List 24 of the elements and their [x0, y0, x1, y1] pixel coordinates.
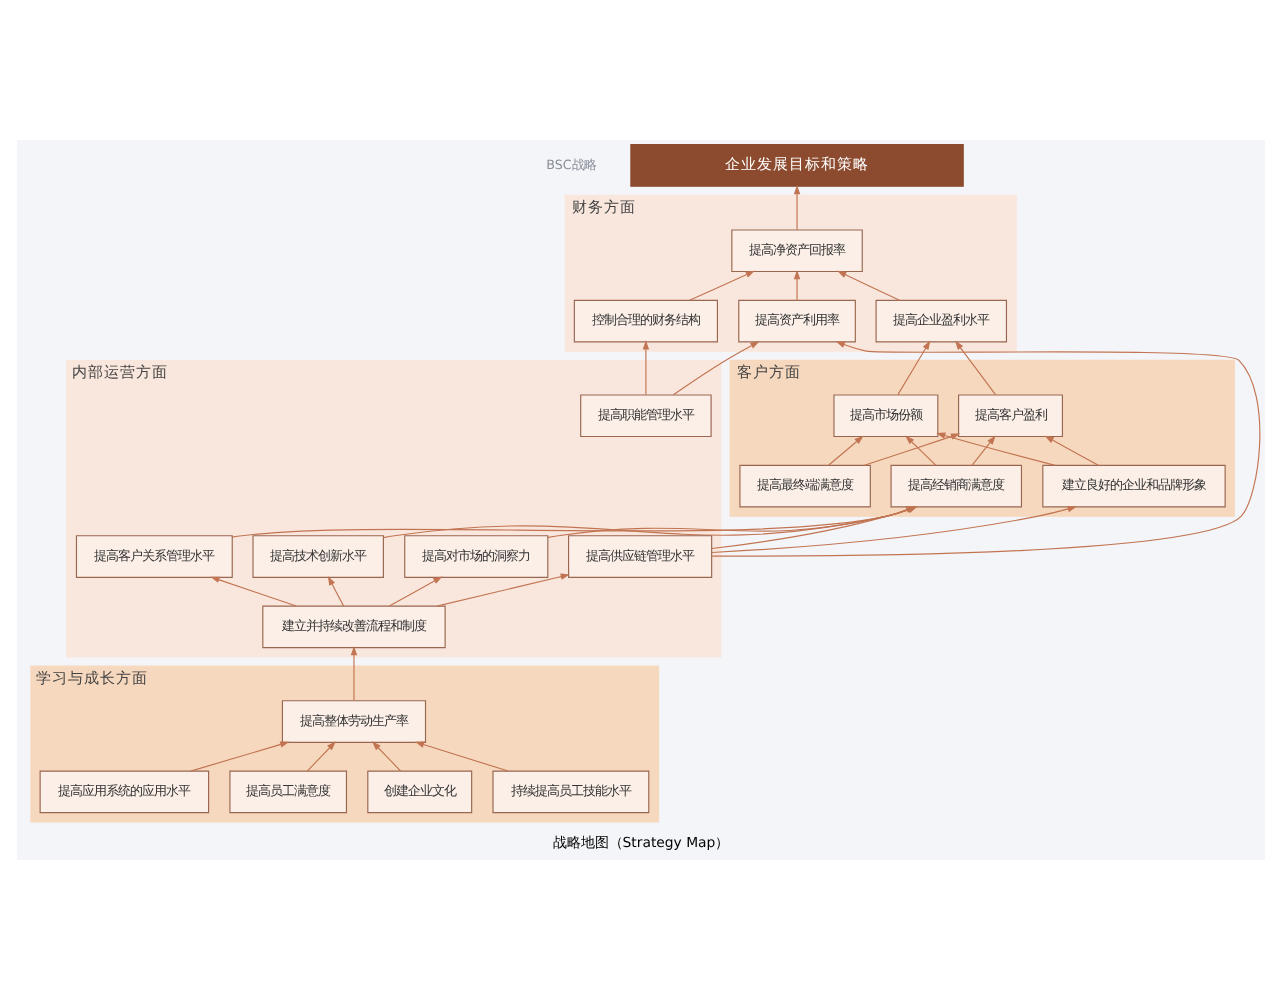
arrow [1044, 435, 1099, 466]
arrow [642, 340, 650, 396]
arrow [955, 340, 997, 396]
arrow [436, 573, 570, 607]
arrow [863, 433, 961, 466]
arrow [190, 741, 290, 772]
arrow [414, 741, 509, 772]
arrow [327, 576, 345, 607]
arrow [827, 435, 864, 466]
arrow [689, 270, 755, 301]
arrow [388, 576, 443, 607]
arrow [350, 646, 358, 701]
arrow [672, 341, 760, 396]
arrow [210, 576, 297, 607]
arrow [837, 270, 901, 301]
arrow [371, 741, 402, 772]
arrow [897, 340, 931, 396]
arrow [905, 435, 937, 466]
arrow [936, 432, 1056, 466]
arrow [793, 270, 801, 301]
arrow [971, 435, 996, 466]
arrow [306, 741, 336, 772]
arrow [711, 341, 1261, 557]
arrow [793, 184, 801, 231]
